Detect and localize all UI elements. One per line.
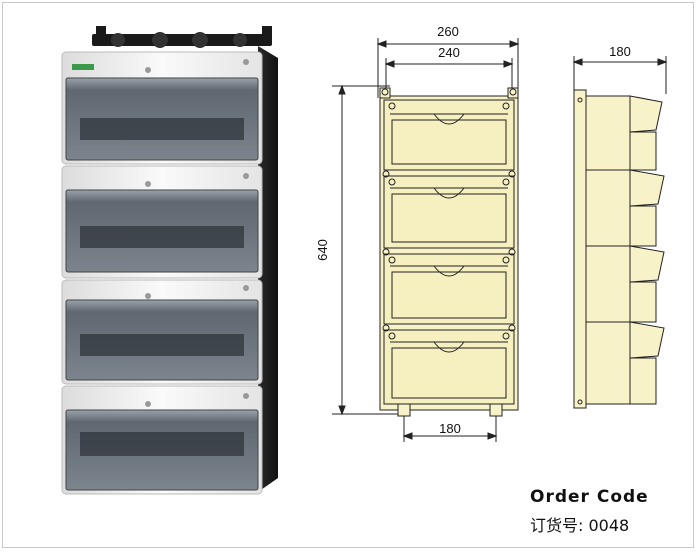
- top-mount-bar: [92, 26, 272, 48]
- brand-label: [72, 64, 94, 70]
- enclosure-module-4: [61, 385, 263, 495]
- image-border: [2, 2, 694, 548]
- front-view-modules: [382, 99, 516, 405]
- side-view-drawing: [573, 89, 665, 409]
- enclosure-module-1: [61, 51, 263, 165]
- side-wall: [258, 46, 278, 492]
- dim-label-260: 260: [437, 24, 459, 39]
- order-code-title: Order Code: [530, 487, 649, 507]
- dim-label-640: 640: [315, 239, 330, 261]
- dim-label-depth: 180: [609, 44, 631, 59]
- dim-label-240: 240: [438, 45, 460, 60]
- dim-label-mount-spacing: 180: [439, 421, 461, 436]
- enclosure-module-3: [61, 279, 263, 385]
- order-code-number: 订货号: 0048: [530, 516, 630, 535]
- enclosure-module-2: [61, 165, 263, 279]
